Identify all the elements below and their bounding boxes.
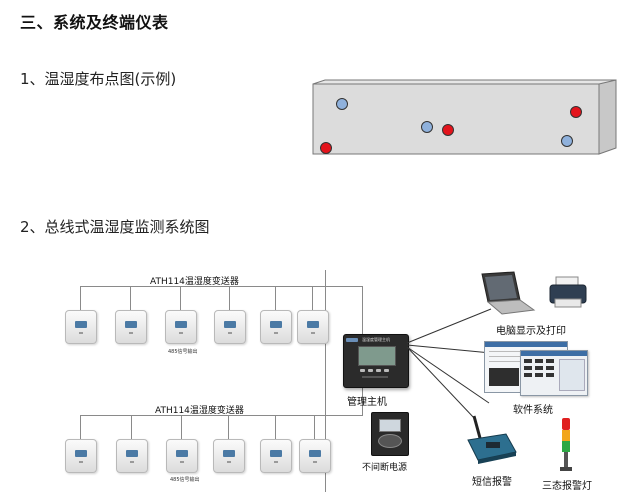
- sensor-point-alarm: [442, 124, 454, 136]
- software-system-label: 软件系统: [513, 405, 553, 416]
- alarm-light-icon: [560, 418, 572, 471]
- management-host-device: 温湿度管理主机: [343, 334, 409, 388]
- bus-2-line: [80, 415, 363, 416]
- transmitter-device: [260, 310, 292, 344]
- transmitter-device: [299, 439, 331, 473]
- section-1-heading: 1、温湿度布点图(示例): [20, 70, 177, 88]
- transmitter-device: [116, 439, 148, 473]
- sensor-point-alarm: [320, 142, 332, 154]
- laptop-icon: [481, 271, 536, 315]
- sensor-point-normal: [561, 135, 573, 147]
- sms-alarm-label: 短信报警: [472, 477, 512, 488]
- bus-2-signal-label: 485信号输出: [170, 477, 200, 483]
- layout-room-diagram: [312, 79, 617, 155]
- sms-module-icon: [467, 415, 517, 464]
- ups-label: 不间断电源: [362, 463, 408, 473]
- transmitter-device: [165, 310, 197, 344]
- management-host-label: 管理主机: [347, 397, 387, 408]
- host-logo: [346, 338, 358, 342]
- transmitter-device: [166, 439, 198, 473]
- sensor-point-normal: [421, 121, 433, 133]
- sensor-point-normal: [336, 98, 348, 110]
- bus-1-signal-label: 485信号输出: [168, 349, 198, 355]
- transmitter-device: [297, 310, 329, 344]
- bus-1-label: ATH114温湿度变送器: [150, 277, 239, 287]
- transmitter-device: [260, 439, 292, 473]
- room-side-face: [598, 79, 617, 155]
- bus-2-label: ATH114温湿度变送器: [155, 406, 244, 416]
- alarm-light-label: 三态报警灯: [542, 481, 592, 492]
- room-front-face: [312, 83, 600, 155]
- section-2-heading: 2、总线式温湿度监测系统图: [20, 218, 210, 236]
- output-links: [406, 308, 492, 420]
- pc-print-label: 电脑显示及打印: [496, 326, 566, 337]
- transmitter-device: [65, 310, 97, 344]
- software-window-front: [520, 350, 588, 396]
- bus-1-line: [80, 286, 363, 287]
- transmitter-device: [115, 310, 147, 344]
- transmitter-device: [65, 439, 97, 473]
- sensor-point-alarm: [570, 106, 582, 118]
- page-title: 三、系统及终端仪表: [20, 13, 169, 32]
- transmitter-device: [214, 310, 246, 344]
- transmitter-device: [213, 439, 245, 473]
- ups-device: [371, 412, 409, 456]
- vertical-divider-line: [325, 270, 326, 492]
- host-lcd-screen: [358, 346, 396, 366]
- host-panel-text: 温湿度管理主机: [362, 337, 390, 342]
- printer-icon: [549, 276, 587, 308]
